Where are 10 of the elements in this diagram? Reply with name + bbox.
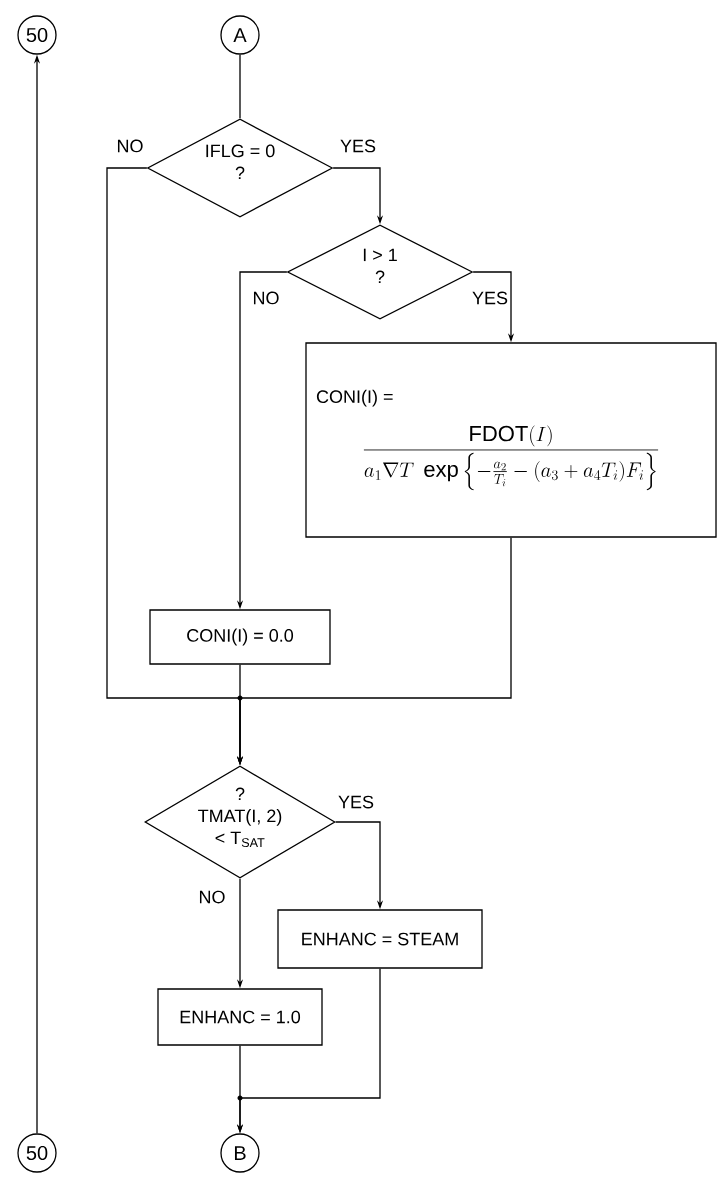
process-box: ENHANC = STEAM	[277, 909, 483, 969]
edge-label: NO	[197, 889, 227, 905]
process-box: ENHANC = 1.0	[157, 988, 323, 1046]
edge-label: YES	[337, 794, 375, 810]
edge-label: YES	[471, 290, 509, 306]
process-box: CONI(I) = $\frac{\mathrm{FDOT}(I)}{a_{1}\nabla T\;\exp\left\{-\frac{a_{2}}{T_{i}}-(a_{3}+a_{4}T_{i})F_{i}\right\}}$	[305, 342, 717, 538]
edge-label: YES	[339, 138, 377, 154]
edge-label: NO	[251, 290, 281, 306]
edge-label: NO	[115, 138, 145, 154]
process-box: CONI(I) = 0.0	[149, 609, 331, 665]
